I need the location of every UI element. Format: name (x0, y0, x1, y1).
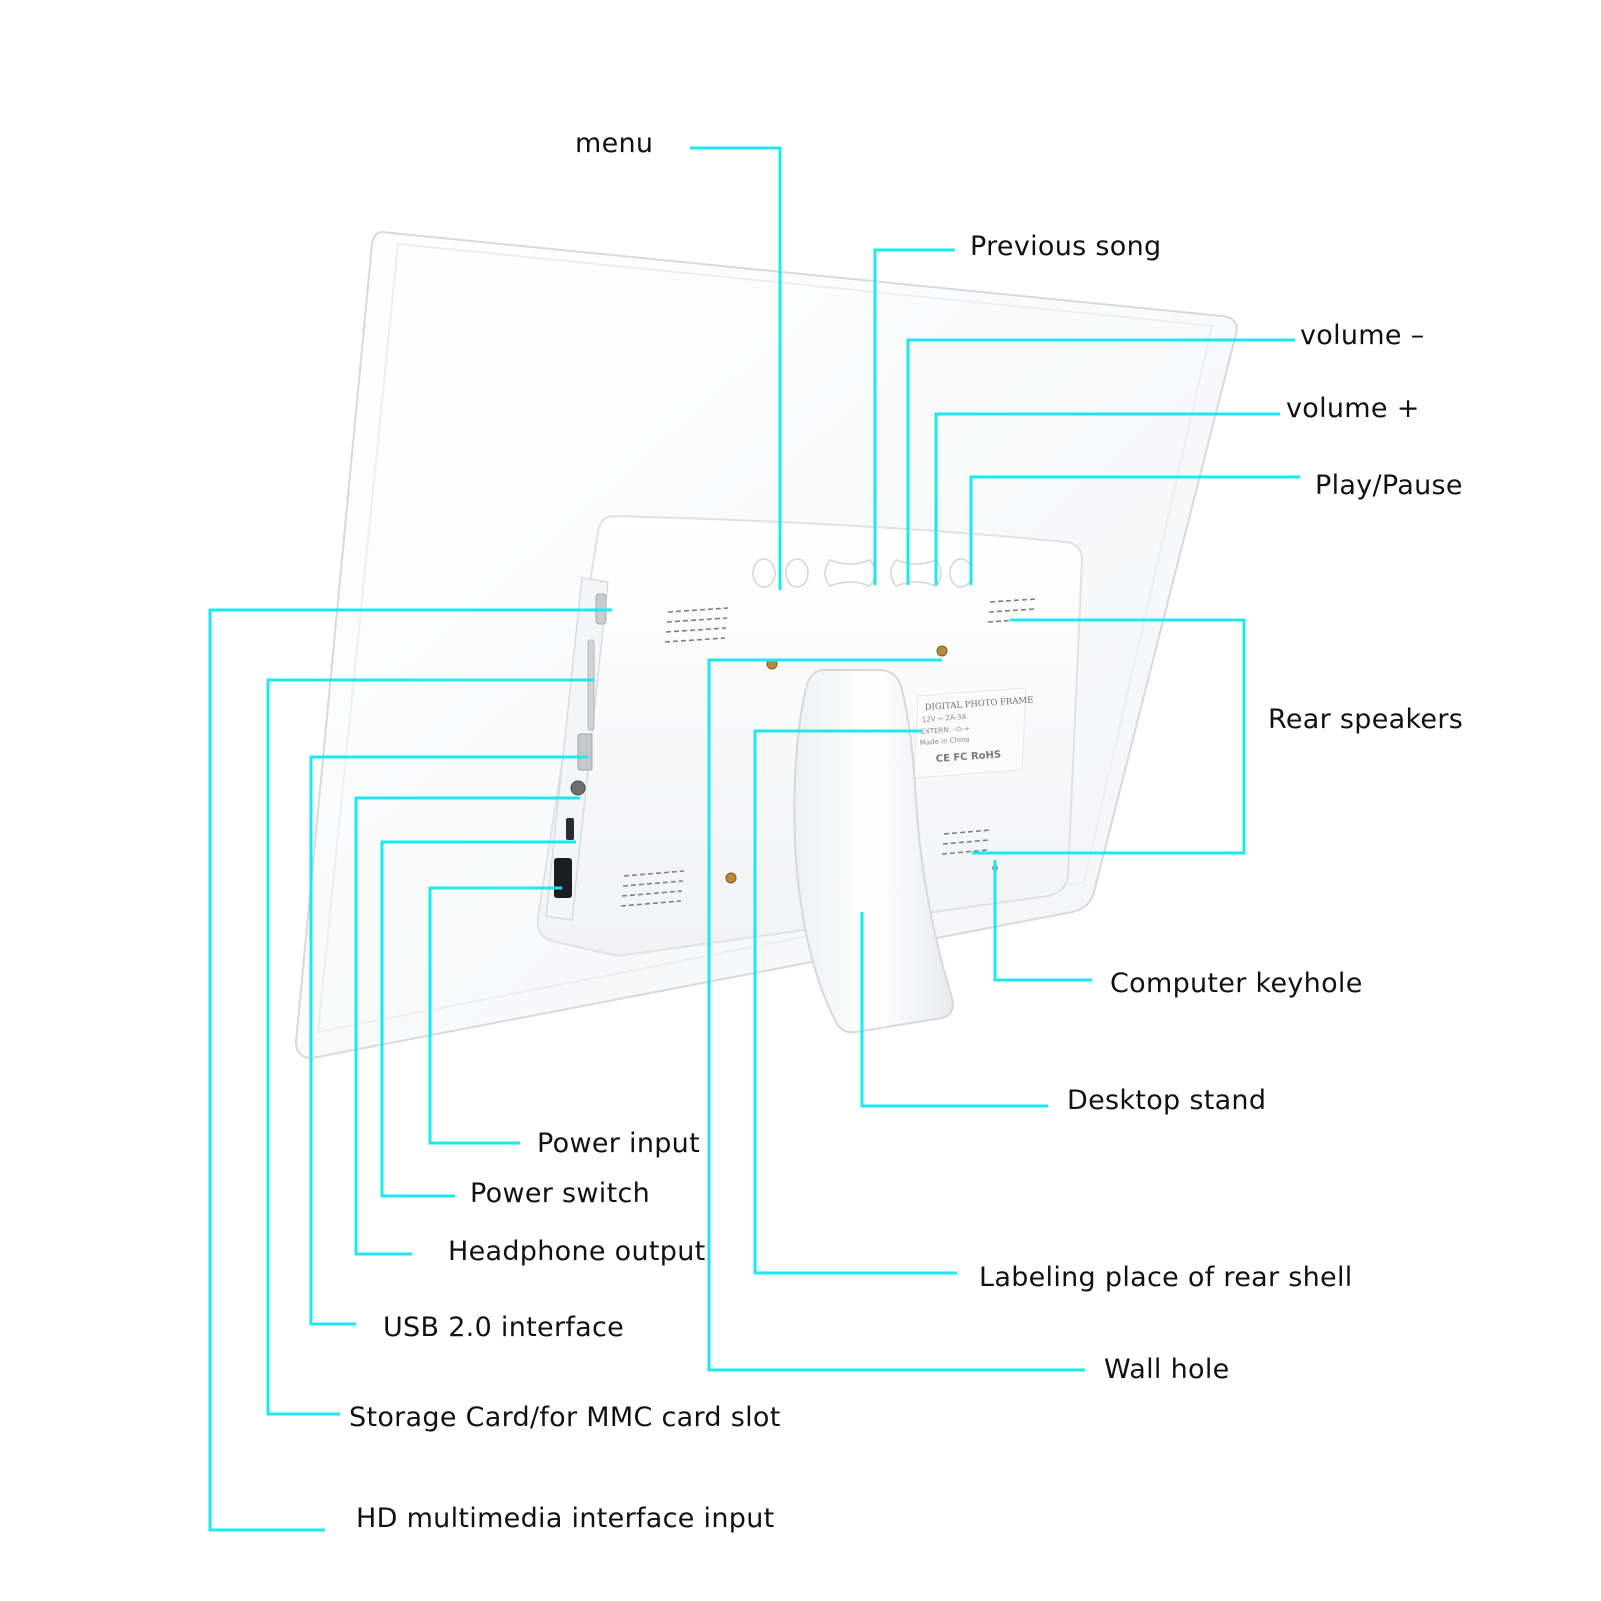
wall-hole-right (936, 645, 948, 657)
leader-hd-multimedia (208, 608, 612, 1532)
leader-volume-minus (906, 338, 1295, 585)
sticker-origin: Made in China (920, 736, 970, 747)
leader-storage-card (266, 678, 594, 1416)
exit-button (785, 558, 809, 588)
rating-sticker (913, 687, 1027, 779)
leader-power-input (428, 886, 562, 1145)
speaker-grille-bottom-left (620, 870, 685, 907)
label-volume-plus: volume + (1286, 393, 1420, 424)
sticker-rating: 12V ⎓ 2A-3A (922, 713, 967, 724)
power-switch-body (566, 818, 574, 840)
prev-next-rocker (824, 559, 876, 587)
card-slot (587, 639, 595, 731)
label-storage-card-slot: Storage Card/for MMC card slot (349, 1402, 781, 1433)
label-desktop-stand: Desktop stand (1067, 1085, 1267, 1116)
leader-power-switch (380, 840, 576, 1198)
label-usb-interface: USB 2.0 interface (383, 1312, 625, 1343)
leader-play-pause (969, 475, 1300, 585)
label-menu: menu (575, 128, 654, 159)
label-computer-keyhole: Computer keyhole (1110, 968, 1363, 999)
menu-button (752, 558, 776, 588)
label-labeling-place: Labeling place of rear shell (979, 1262, 1353, 1293)
leader-desktop-stand (860, 912, 1048, 1108)
leader-computer-keyhole (993, 860, 1092, 982)
sticker-extern: EXTERN: -⊙-+ (921, 725, 971, 736)
speaker-grille-top-left (664, 607, 729, 643)
leader-headphone-output (354, 796, 580, 1256)
leader-rear-speakers (972, 618, 1246, 855)
label-play-pause: Play/Pause (1315, 470, 1463, 501)
volume-rocker (890, 559, 942, 587)
leader-previous-song (873, 248, 955, 585)
leader-wall-hole (707, 658, 1085, 1372)
headphone-jack (570, 780, 586, 796)
desktop-stand (793, 669, 954, 1034)
frame-inner-bezel (316, 242, 1214, 1034)
label-hd-multimedia-input: HD multimedia interface input (356, 1503, 775, 1534)
label-previous-song: Previous song (970, 231, 1162, 262)
label-power-input: Power input (537, 1128, 700, 1159)
leader-menu (690, 146, 782, 590)
label-rear-speakers: Rear speakers (1268, 704, 1464, 735)
label-headphone-output: Headphone output (448, 1236, 706, 1267)
sticker-marks: CE FC RoHS (935, 749, 1001, 765)
usb-port (577, 733, 593, 771)
screw-lower (725, 872, 737, 884)
leader-labeling-place (753, 729, 957, 1275)
leader-usb-interface (309, 755, 588, 1326)
label-power-switch: Power switch (470, 1178, 651, 1209)
label-wall-hole: Wall hole (1104, 1354, 1230, 1385)
leader-volume-plus (934, 412, 1280, 585)
label-volume-minus: volume – (1300, 320, 1425, 351)
